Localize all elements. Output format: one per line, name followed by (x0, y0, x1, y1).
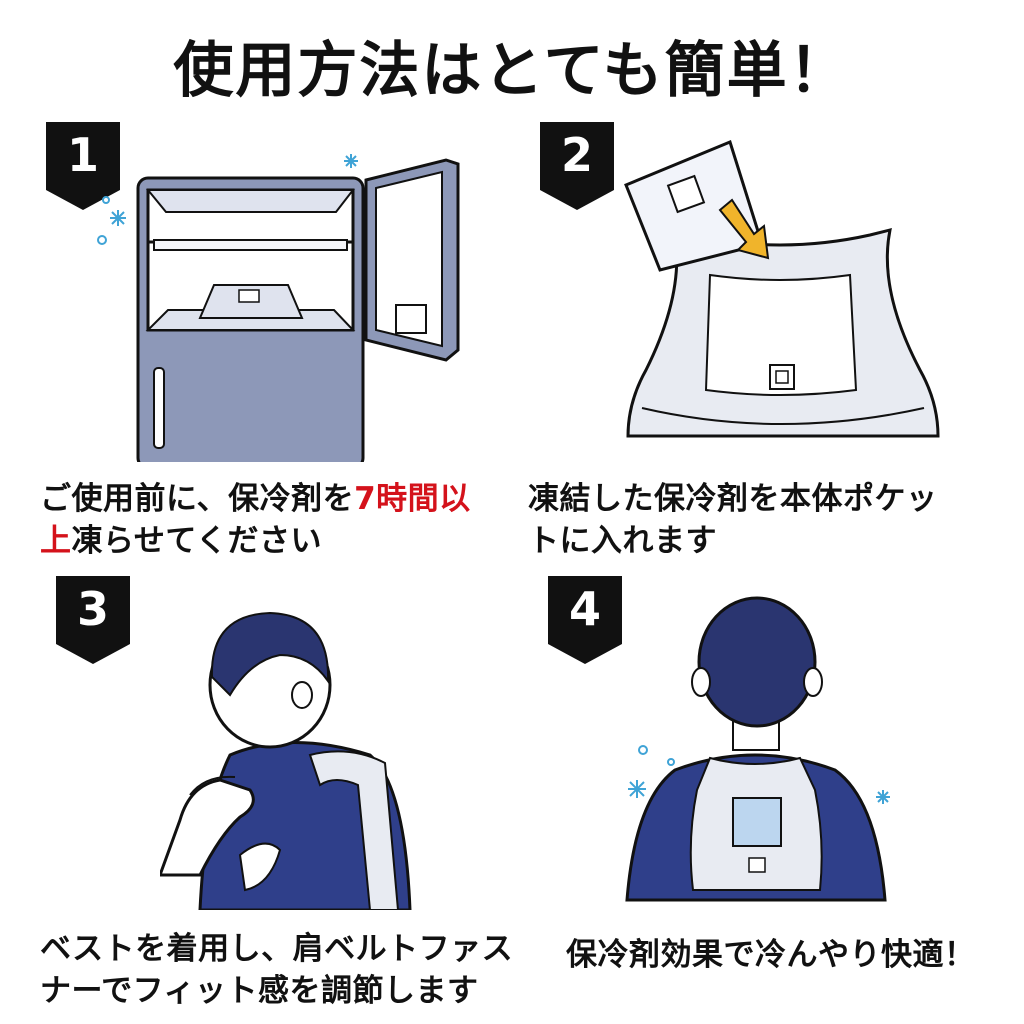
step-badge-1: 1 (46, 122, 120, 210)
step-badge-2: 2 (540, 122, 614, 210)
vest-pocket-illustration (620, 140, 950, 460)
step-number: 3 (76, 582, 109, 636)
step-number: 2 (560, 128, 593, 182)
step-caption-4: 保冷剤効果で冷んやり快適！ (566, 937, 976, 973)
person-wearing-vest-illustration (160, 585, 420, 910)
step-caption-1: ご使用前に、保冷剤を7時間以 上凍らせてください (40, 481, 471, 559)
step-number: 4 (568, 582, 601, 636)
page-title: 使用方法はとても簡単！ (173, 36, 851, 106)
snowflake-icon (628, 780, 890, 804)
step-number: 1 (66, 128, 99, 182)
step-badge-4: 4 (548, 576, 622, 664)
step-caption-2: 凍結した保冷剤を本体ポケッ トに入れます (528, 481, 938, 559)
step-caption-3: ベストを着用し、肩ベルトファス ナーでフィット感を調節します (40, 931, 514, 1009)
snowflake-icon (110, 154, 358, 226)
fridge-illustration (96, 150, 476, 462)
step-badge-3: 3 (56, 576, 130, 664)
person-back-view-illustration (615, 590, 905, 920)
